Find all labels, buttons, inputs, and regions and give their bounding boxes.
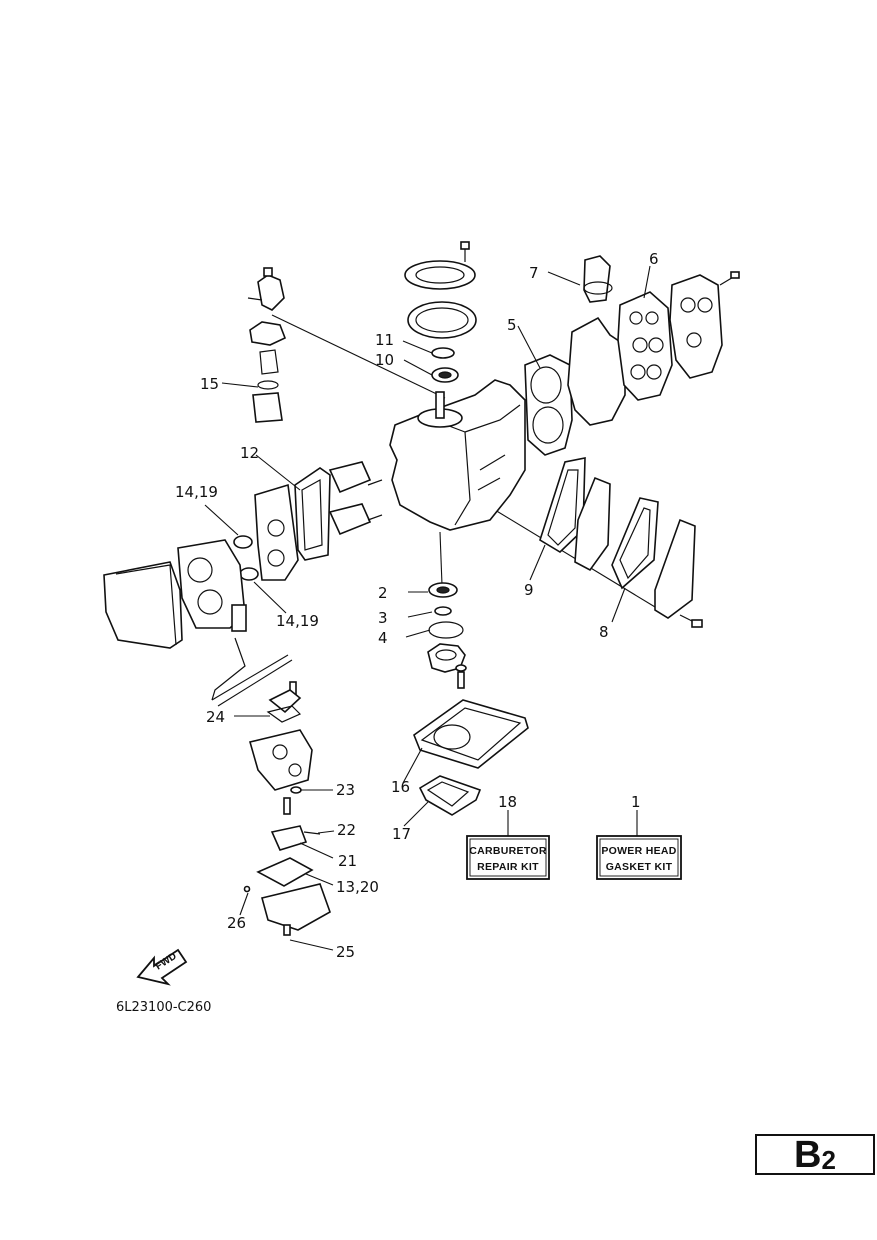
top-cover-parts [404, 241, 477, 383]
page-badge-letter: B [794, 1133, 822, 1176]
carburetor-repair-kit-box: CARBURETOR REPAIR KIT [466, 835, 550, 880]
callout-12: 12 [240, 444, 259, 462]
callout-13-20: 13,20 [336, 878, 379, 896]
callout-11: 11 [375, 331, 394, 349]
power-head-gasket-kit-box: POWER HEAD GASKET KIT [596, 835, 682, 880]
callout-24: 24 [206, 708, 225, 726]
callout-14-19-upper: 14,19 [175, 483, 218, 501]
callout-10: 10 [375, 351, 394, 369]
callout-6: 6 [649, 250, 659, 268]
base-gaskets [413, 699, 529, 816]
callout-2: 2 [378, 584, 388, 602]
callout-18: 18 [498, 793, 517, 811]
callout-9: 9 [524, 581, 534, 599]
bottom-bearing-parts [427, 582, 467, 689]
power-head-kit-line1: POWER HEAD [601, 845, 676, 857]
carburetor-kit-line2: REPAIR KIT [477, 861, 539, 873]
cylinder-block [389, 379, 526, 531]
callout-21: 21 [338, 852, 357, 870]
callout-14-19-lower: 14,19 [276, 612, 319, 630]
intake-reed-parts [233, 267, 383, 581]
carburetor-kit-line1: CARBURETOR [469, 845, 547, 857]
fwd-arrow-icon: FWD [136, 948, 188, 986]
callout-25: 25 [336, 943, 355, 961]
callout-labels: 1 2 3 4 5 6 7 8 9 10 11 12 13,20 14,19 1… [175, 250, 659, 961]
callout-16: 16 [391, 778, 410, 796]
callout-5: 5 [507, 316, 517, 334]
power-head-kit-line2: GASKET KIT [606, 861, 673, 873]
page-badge: B 2 [755, 1134, 875, 1175]
cylinder-head-parts [524, 255, 740, 456]
callout-22: 22 [337, 821, 356, 839]
callout-26: 26 [227, 914, 246, 932]
callout-4: 4 [378, 629, 388, 647]
carburetor-parts [243, 681, 331, 936]
callout-15: 15 [200, 375, 219, 393]
callout-23: 23 [336, 781, 355, 799]
callout-leaders [204, 265, 651, 951]
callout-1: 1 [631, 793, 641, 811]
callout-8: 8 [599, 623, 609, 641]
drawing-code: 6L23100-C260 [116, 1000, 211, 1015]
silencer-parts [103, 539, 293, 707]
callout-7: 7 [529, 264, 539, 282]
exhaust-cover-parts [539, 457, 703, 628]
callout-3: 3 [378, 609, 388, 627]
page-badge-number: 2 [821, 1144, 836, 1175]
callout-17: 17 [392, 825, 411, 843]
